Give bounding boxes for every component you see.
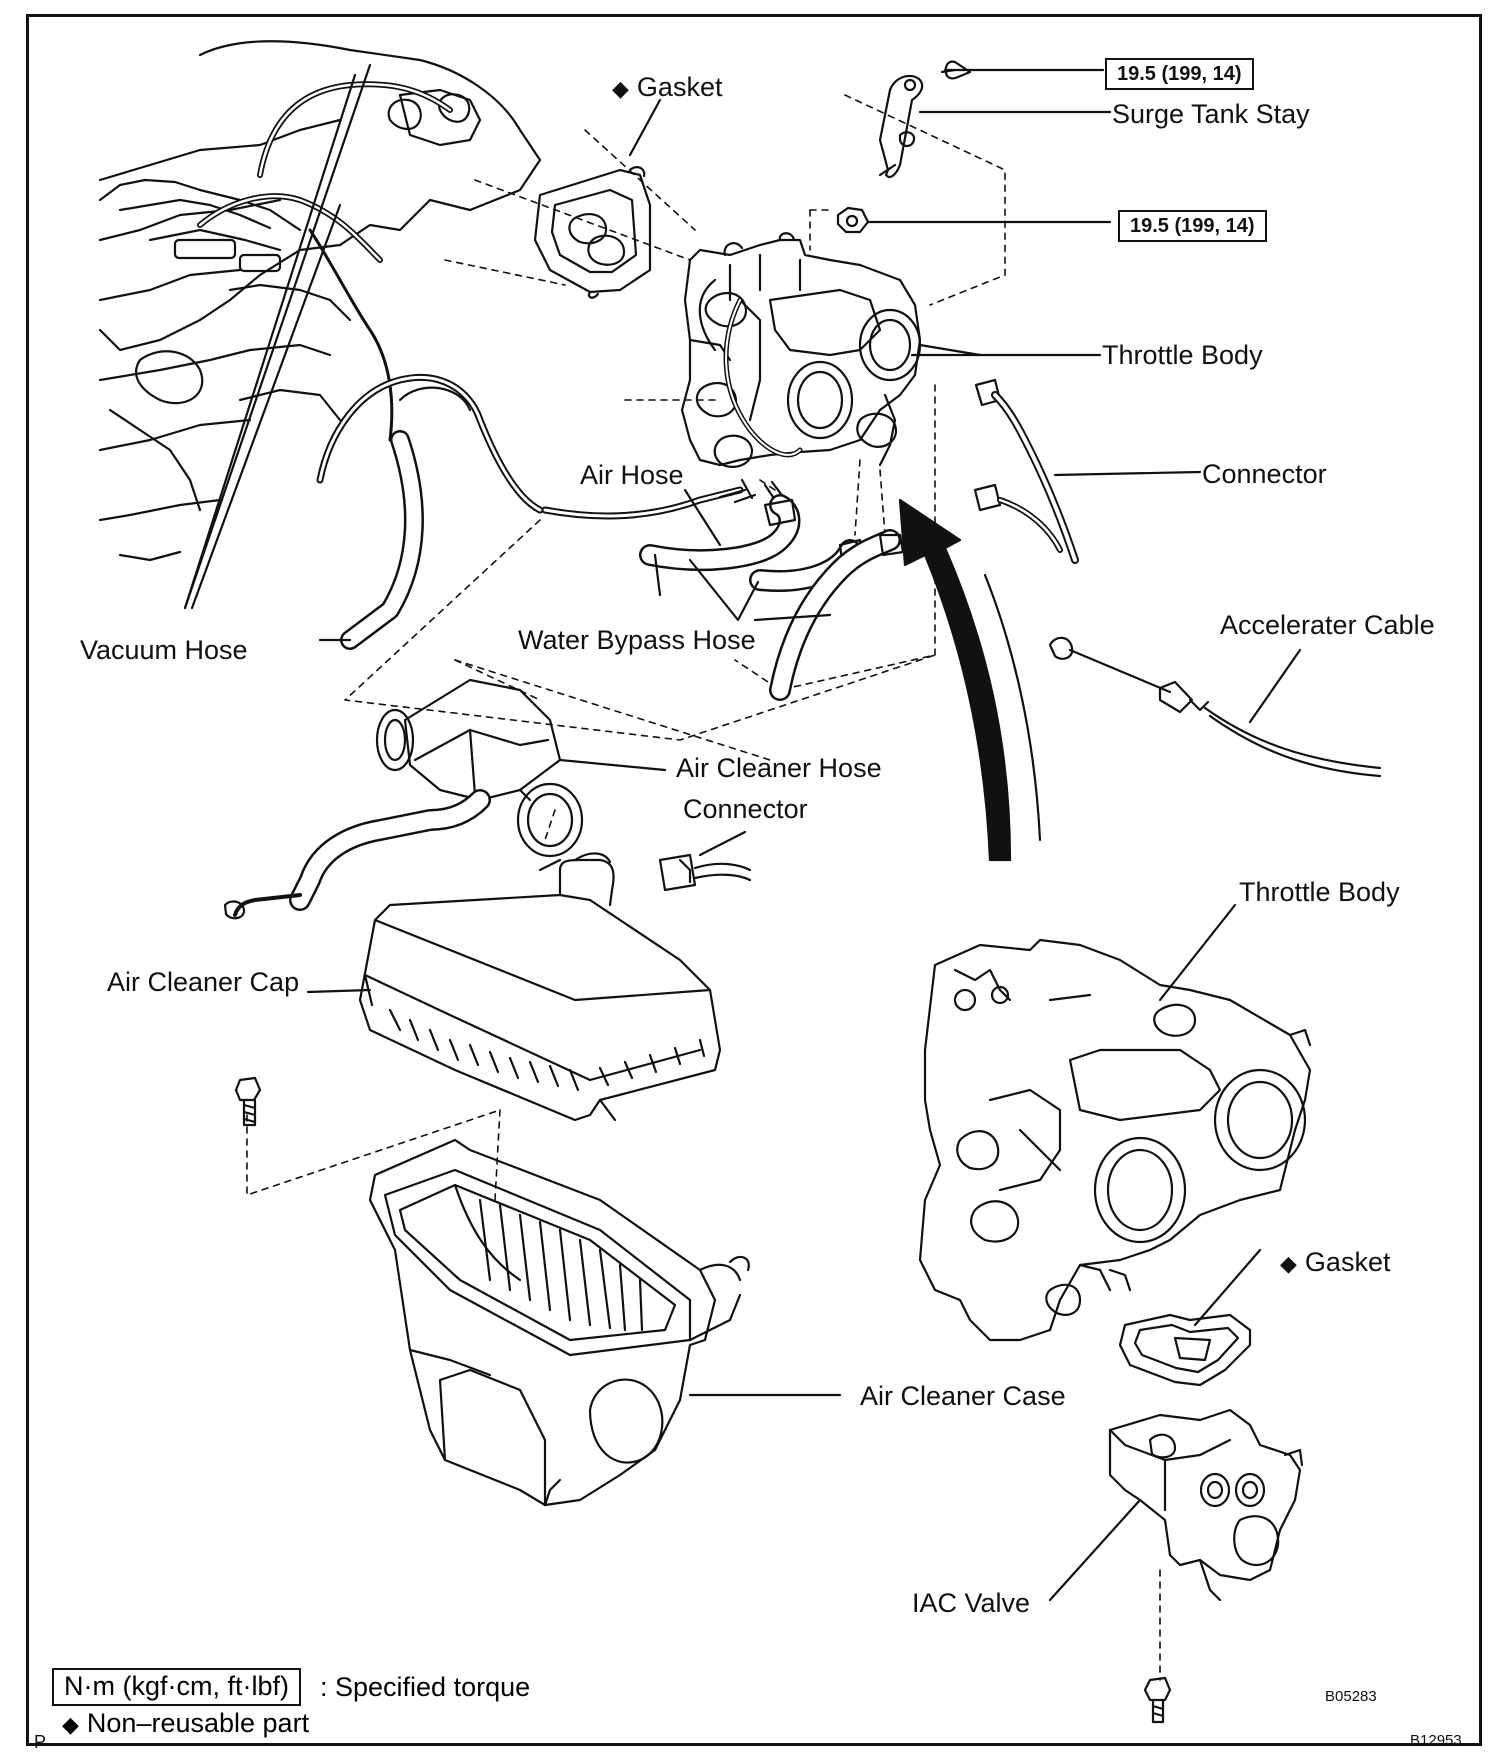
accelerator-cable-label: Accelerater Cable: [1220, 610, 1435, 640]
vacuum-hoses: [183, 63, 544, 650]
gasket-bottom-label: ◆ Gasket: [1280, 1249, 1390, 1276]
corner-letter: P: [34, 1732, 47, 1752]
assembly-dashed-lines: [246, 94, 1161, 1681]
connector-middle: [658, 830, 752, 892]
legend-torque-description: : Specified torque: [320, 1672, 531, 1702]
air-cleaner-cap-label: Air Cleaner Cap: [107, 967, 300, 997]
air-cleaner-bolt: [234, 1076, 262, 1127]
connector-top-label: Connector: [1202, 459, 1327, 489]
legend-nonreusable-text: Non–reusable part: [86, 1708, 310, 1738]
gasket-bottom-text: Gasket: [1304, 1247, 1391, 1277]
gasket-top-label: ◆ Gasket: [612, 74, 722, 101]
accelerator-cable: [1048, 636, 1382, 778]
torque-spec-bolt: 19.5 (199, 14): [1105, 58, 1254, 90]
throttle-body-detail: [918, 903, 1312, 1342]
torque-spec-nut: 19.5 (199, 14): [1118, 210, 1267, 242]
diagram-frame: [26, 14, 1482, 1746]
air-hose-label: Air Hose: [580, 460, 684, 490]
connector-top-wiring: [973, 378, 1202, 564]
surge-tank-stay: [878, 60, 1112, 179]
legend-nonreusable: ◆ Non–reusable part: [62, 1710, 309, 1737]
engine-intake-manifold: [98, 40, 542, 562]
gasket-top-text: Gasket: [636, 72, 723, 102]
inner-figure-code: B05283: [1325, 1688, 1377, 1705]
vacuum-hose-label: Vacuum Hose: [80, 635, 248, 665]
nonreusable-diamond-icon: ◆: [1280, 1251, 1297, 1276]
throttle-body-top: [680, 232, 1102, 468]
outer-figure-code: B12953: [1410, 1732, 1462, 1749]
torque-nut: [836, 206, 1112, 234]
direction-arrow: [898, 498, 1042, 862]
surge-tank-stay-label: Surge Tank Stay: [1112, 99, 1310, 129]
iac-valve: [1048, 1408, 1304, 1602]
top-gasket: [533, 98, 662, 299]
nonreusable-diamond-icon: ◆: [62, 1712, 79, 1737]
throttle-body-bottom-label: Throttle Body: [1239, 877, 1400, 907]
iac-bolt: [1143, 1676, 1172, 1724]
air-cleaner-hose: [223, 678, 667, 920]
throttle-body-top-label: Throttle Body: [1102, 340, 1263, 370]
air-cleaner-case: [368, 1138, 842, 1507]
nonreusable-diamond-icon: ◆: [612, 76, 629, 101]
air-cleaner-case-label: Air Cleaner Case: [860, 1381, 1066, 1411]
air-and-water-hoses: [541, 478, 905, 701]
bottom-gasket: [1118, 1248, 1262, 1387]
water-bypass-hose-label: Water Bypass Hose: [518, 625, 756, 655]
connector-middle-label: Connector: [683, 794, 808, 824]
legend-torque-unit-box: N·m (kgf·cm, ft·lbf): [52, 1668, 301, 1706]
iac-valve-label: IAC Valve: [912, 1588, 1031, 1618]
air-cleaner-hose-label: Air Cleaner Hose: [676, 753, 882, 783]
air-cleaner-cap: [306, 852, 722, 1122]
